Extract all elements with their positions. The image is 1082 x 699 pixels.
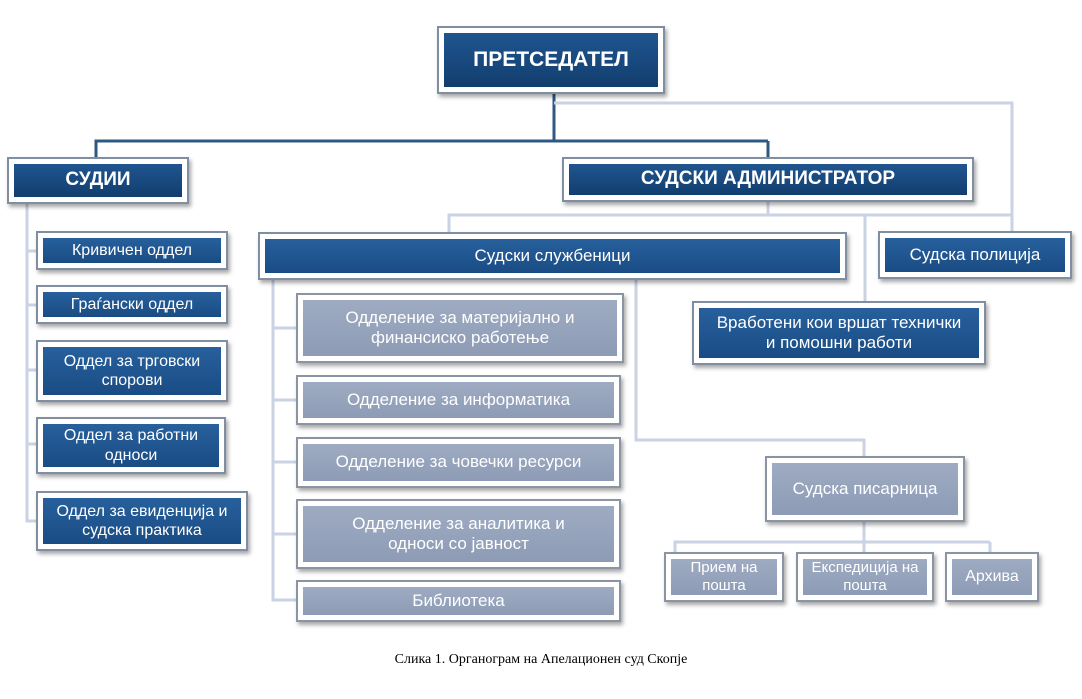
officials-dept-finance: Одделение за материјално и финансиско ра…: [296, 293, 624, 363]
connector-officials-depts: [271, 278, 298, 602]
judges-dept-label: Оддел за евиденција и судска практика: [43, 498, 241, 544]
registry-unit-label: Прием на пошта: [671, 559, 777, 595]
officials-dept-library: Библиотека: [296, 580, 621, 622]
police-label: Судска полиција: [885, 238, 1065, 272]
judges-dept-civil: Граѓански оддел: [36, 285, 228, 324]
administrator-label: СУДСКИ АДМИНИСТРАТОР: [569, 164, 967, 195]
connector-judges-depts: [25, 202, 40, 523]
officials-dept-it: Одделение за информатика: [296, 375, 621, 425]
judges-dept-criminal: Кривичен оддел: [36, 231, 228, 270]
registry-label: Судска писарница: [772, 463, 958, 515]
registry-unit-label: Експедиција на пошта: [803, 559, 927, 595]
registry-unit-intake: Прием на пошта: [664, 552, 784, 602]
connector-admin-officials: [447, 200, 770, 234]
figure-caption: Слика 1. Органограм на Апелационен суд С…: [394, 652, 688, 667]
officials-dept-hr: Одделение за човечки ресурси: [296, 437, 621, 488]
judges-dept-labour: Оддел за работни односи: [36, 417, 226, 474]
officials-label: Судски службеници: [265, 239, 840, 273]
registry-box: Судска писарница: [765, 456, 965, 522]
administrator-box: СУДСКИ АДМИНИСТРАТОР: [562, 157, 974, 202]
registry-unit-label: Архива: [952, 559, 1032, 595]
judges-dept-commercial: Оддел за трговски спорови: [36, 340, 228, 402]
judges-box: СУДИИ: [7, 157, 189, 204]
connector-president-judges: [94, 92, 556, 158]
judges-dept-label: Граѓански оддел: [43, 292, 221, 317]
officials-dept-label: Одделение за човечки ресурси: [303, 444, 614, 481]
connector-registry-units: [673, 522, 866, 553]
judges-dept-records: Оддел за евиденција и судска практика: [36, 491, 248, 551]
officials-box: Судски службеници: [258, 232, 847, 280]
connector-president-police: [554, 101, 1014, 232]
police-box: Судска полиција: [878, 231, 1072, 279]
judges-dept-label: Оддел за работни односи: [43, 424, 219, 467]
tech-staff-label: Вработени кои вршат технички и помошни р…: [699, 308, 979, 358]
officials-dept-analytics: Одделение за аналитика и односи со јавно…: [296, 499, 621, 569]
judges-dept-label: Кривичен оддел: [43, 238, 221, 263]
officials-dept-label: Библиотека: [303, 587, 614, 615]
connector-officials-registry: [634, 278, 866, 457]
officials-dept-label: Одделение за материјално и финансиско ра…: [303, 300, 617, 356]
judges-label: СУДИИ: [14, 164, 182, 197]
officials-dept-label: Одделение за информатика: [303, 382, 614, 418]
president-box: ПРЕТСЕДАТЕЛ: [437, 26, 665, 94]
president-label: ПРЕТСЕДАТЕЛ: [444, 33, 658, 87]
judges-dept-label: Оддел за трговски спорови: [43, 347, 221, 395]
tech-staff-box: Вработени кои вршат технички и помошни р…: [692, 301, 986, 365]
registry-unit-archive: Архива: [945, 552, 1039, 602]
officials-dept-label: Одделение за аналитика и односи со јавно…: [303, 506, 614, 562]
registry-unit-dispatch: Експедиција на пошта: [796, 552, 934, 602]
